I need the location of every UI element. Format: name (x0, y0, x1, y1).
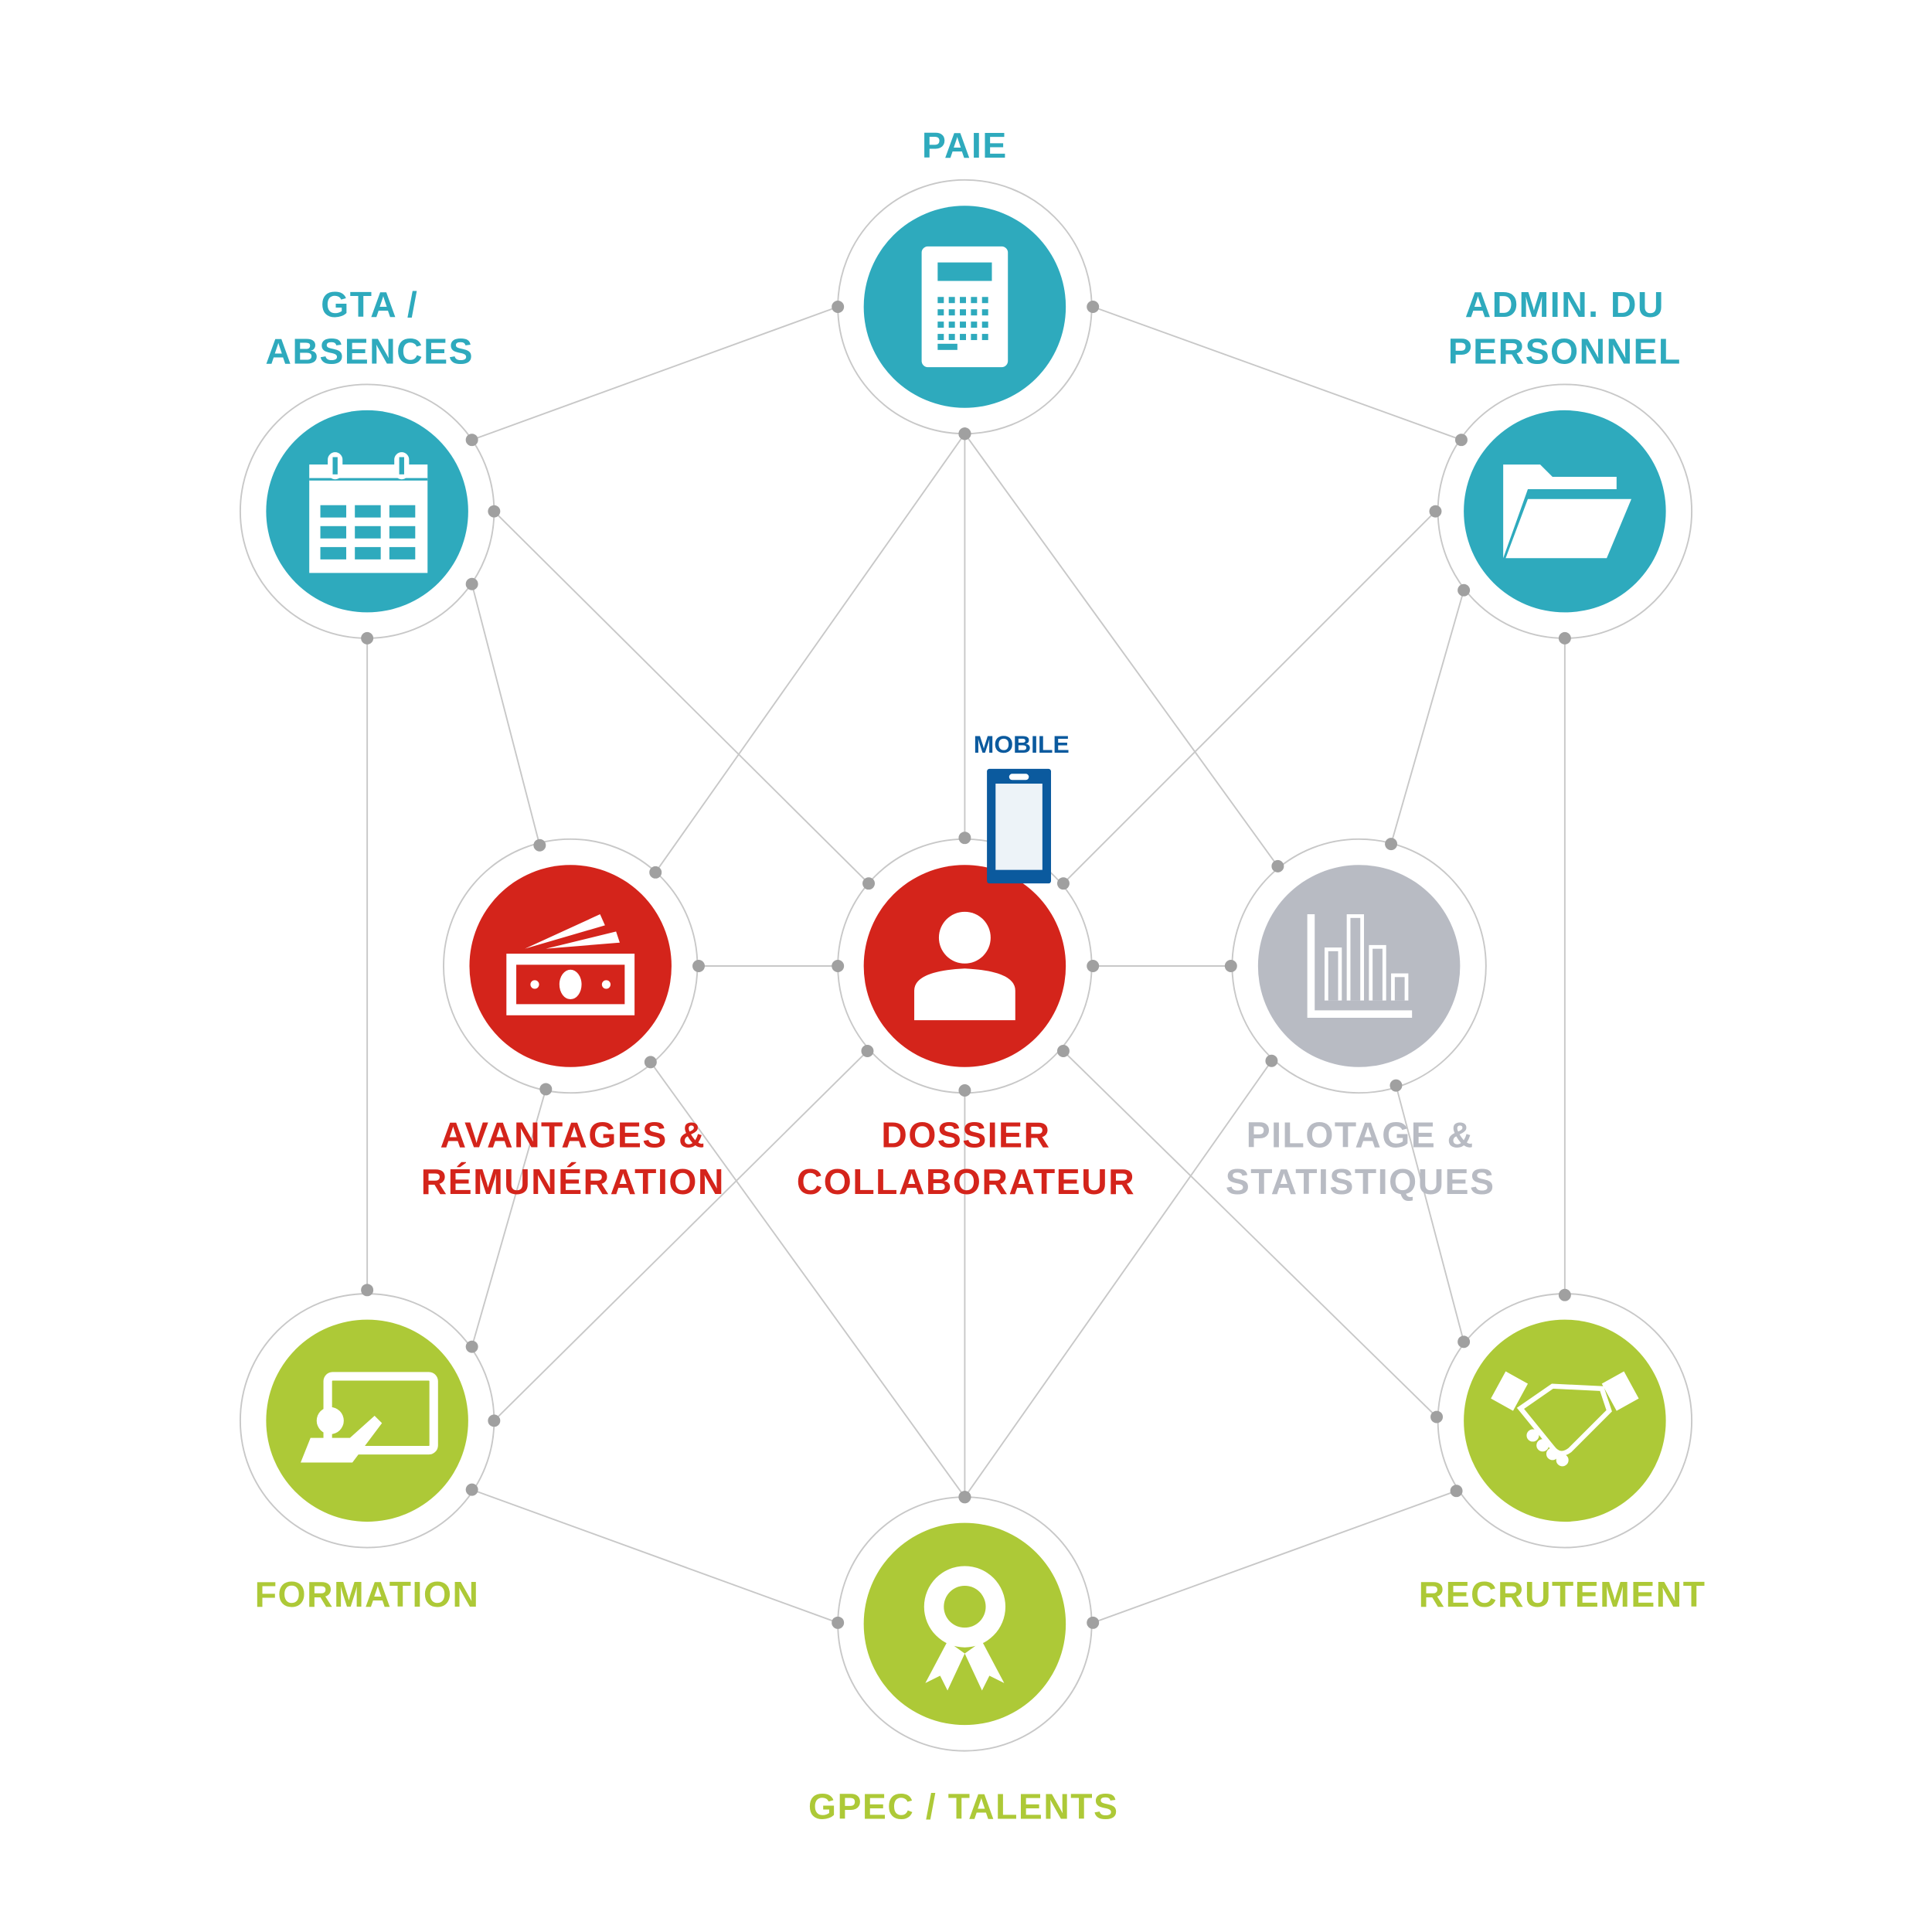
node-paie[interactable] (837, 179, 1093, 435)
connector-dot (692, 960, 705, 972)
connector-dot (488, 1414, 501, 1427)
smartphone-icon (987, 768, 1052, 884)
connector-line (964, 433, 1279, 867)
node-dossier[interactable] (837, 838, 1093, 1094)
connector-line (493, 510, 869, 884)
connector-dot (832, 960, 845, 972)
connector-dot (361, 631, 374, 645)
connector-dot (1087, 301, 1100, 313)
connector-dot (958, 832, 971, 845)
connector-line (1390, 590, 1465, 845)
connector-dot (1458, 583, 1471, 597)
mobile-label: MOBILE (974, 730, 1070, 758)
connector-dot (832, 1616, 845, 1629)
connector-dot (1458, 1335, 1471, 1349)
connector-dot (862, 877, 876, 890)
calendar-icon (309, 452, 428, 573)
connector-line (1395, 1085, 1465, 1342)
money-icon (506, 914, 635, 1015)
connector-dot (958, 1084, 971, 1097)
node-gta[interactable] (239, 383, 495, 639)
connector-dot (1087, 1616, 1100, 1629)
connector-dot (1450, 1485, 1463, 1498)
connector-dot (1429, 505, 1442, 518)
connector-line (471, 583, 541, 845)
connector-dot (1224, 960, 1237, 972)
connector-line (471, 1089, 547, 1347)
connector-line (471, 306, 838, 441)
connector-dot (1430, 1410, 1444, 1423)
bar-chart-icon (1307, 914, 1413, 1018)
node-disc (266, 1319, 468, 1522)
connector-line (655, 433, 966, 873)
connector-dot (1385, 838, 1398, 851)
connections (366, 306, 1566, 1624)
label-avantages-1: AVANTAGES & (440, 1114, 706, 1155)
connector-line (650, 1061, 966, 1498)
node-formation[interactable] (239, 1293, 495, 1549)
user-icon (914, 911, 1015, 1021)
connector-dot (465, 1483, 478, 1496)
connector-line (493, 1050, 869, 1422)
connector-line (1063, 1050, 1437, 1418)
connector-dot (644, 1056, 657, 1069)
label-paie: PAIE (922, 125, 1008, 165)
label-pilotage-2: STATISTIQUES (1226, 1162, 1495, 1202)
node-disc (1464, 1319, 1666, 1522)
presentation-icon (301, 1372, 438, 1463)
node-gpec[interactable] (837, 1496, 1093, 1752)
connector-dot (533, 838, 546, 852)
node-recrutement[interactable] (1437, 1293, 1693, 1549)
node-avantages[interactable] (443, 838, 699, 1094)
connector-dot (1271, 859, 1284, 872)
connector-dot (488, 505, 501, 518)
handshake-icon (1491, 1371, 1639, 1467)
node-disc (863, 865, 1066, 1067)
label-recrutement: RECRUTEMENT (1419, 1574, 1706, 1614)
folder-icon (1503, 464, 1631, 559)
connector-dot (539, 1083, 553, 1096)
connector-dot (1056, 877, 1070, 890)
connector-dot (1454, 434, 1468, 447)
connector-dot (465, 577, 478, 590)
connector-dot (465, 434, 478, 447)
label-admin-2: PERSONNEL (1448, 331, 1682, 371)
connector-dot (361, 1284, 374, 1297)
label-dossier-2: COLLABORATEUR (797, 1162, 1135, 1202)
label-admin-1: ADMIN. DU (1465, 284, 1665, 325)
connector-line (1063, 510, 1437, 884)
connector-dot (958, 427, 971, 440)
connector-line (964, 1060, 1273, 1498)
label-gta-2: ABSENCES (266, 331, 474, 371)
node-admin[interactable] (1437, 383, 1693, 639)
label-gpec: GPEC / TALENTS (808, 1786, 1119, 1826)
label-pilotage-1: PILOTAGE & (1247, 1114, 1475, 1155)
connector-dot (832, 301, 845, 313)
connector-dot (1056, 1045, 1070, 1057)
node-pilotage[interactable] (1231, 838, 1487, 1094)
connector-line (471, 1488, 838, 1624)
connector-dot (1558, 631, 1571, 645)
connector-dot (465, 1340, 478, 1353)
connector-dot (1087, 960, 1100, 972)
connector-dot (1389, 1079, 1403, 1092)
calculator-icon (921, 246, 1009, 368)
connector-dot (1558, 1288, 1571, 1301)
connector-dot (649, 866, 662, 879)
label-avantages-2: RÉMUNÉRATION (421, 1162, 725, 1202)
label-formation: FORMATION (255, 1574, 480, 1614)
connector-dot (861, 1045, 874, 1057)
label-gta-1: GTA / (321, 284, 418, 325)
award-icon (923, 1566, 1006, 1691)
connector-dots (361, 301, 1571, 1629)
connector-line (1092, 306, 1462, 441)
label-dossier-1: DOSSIER (881, 1114, 1050, 1155)
connector-dot (1265, 1054, 1278, 1067)
connector-line (1092, 1490, 1457, 1624)
connector-dot (958, 1491, 971, 1504)
